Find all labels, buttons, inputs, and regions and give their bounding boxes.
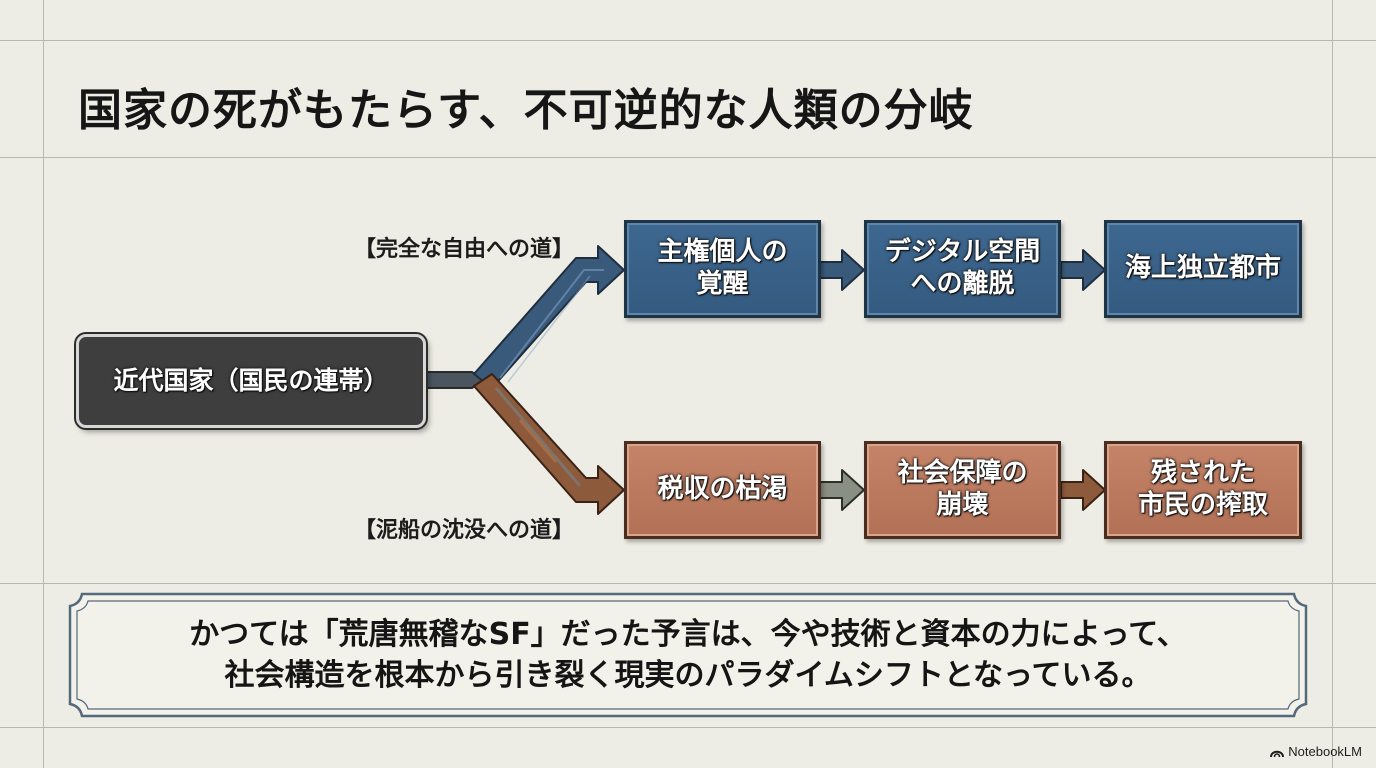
- grid-line: [0, 40, 1376, 41]
- notebooklm-logo-icon: [1270, 750, 1285, 757]
- summary-frame: [68, 592, 1308, 718]
- brand-name: NotebookLM: [1288, 744, 1362, 759]
- sinking-node-tax-depletion: 税収の枯渇: [624, 441, 821, 539]
- sinking-arrow-2: [1060, 469, 1106, 511]
- grid-line: [0, 157, 1376, 158]
- sinking-branch-arrow: [473, 373, 625, 515]
- grid-line: [43, 0, 44, 768]
- freedom-node-seasteading-city: 海上独立都市: [1104, 220, 1302, 318]
- start-node: 近代国家（国民の連帯）: [76, 334, 426, 428]
- page-title: 国家の死がもたらす、不可逆的な人類の分岐: [78, 85, 974, 136]
- grid-line: [0, 727, 1376, 728]
- grid-line: [0, 583, 1376, 584]
- summary-panel: かつては「荒唐無稽なSF」だった予言は、今や技術と資本の力によって、 社会構造を…: [68, 592, 1308, 718]
- summary-line: かつては「荒唐無稽なSF」だった予言は、今や技術と資本の力によって、: [189, 616, 1187, 652]
- brand-watermark: NotebookLM: [1270, 744, 1362, 759]
- summary-line: 社会構造を根本から引き裂く現実のパラダイムシフトとなっている。: [224, 658, 1152, 693]
- freedom-path-label: 【完全な自由への道】: [354, 237, 575, 262]
- freedom-node-digital-exodus: デジタル空間 への離脱: [864, 220, 1061, 318]
- freedom-branch-arrow: [473, 245, 625, 389]
- sinking-node-welfare-collapse: 社会保障の 崩壊: [864, 441, 1061, 539]
- freedom-arrow-1: [819, 249, 865, 291]
- sinking-path-label: 【泥船の沈没への道】: [354, 518, 575, 543]
- sinking-arrow-1: [819, 469, 865, 511]
- sinking-node-citizen-exploitation: 残された 市民の搾取: [1104, 441, 1302, 539]
- freedom-arrow-2: [1060, 249, 1106, 291]
- freedom-node-sovereign-individual: 主権個人の 覚醒: [624, 220, 821, 318]
- grid-line: [1332, 0, 1333, 768]
